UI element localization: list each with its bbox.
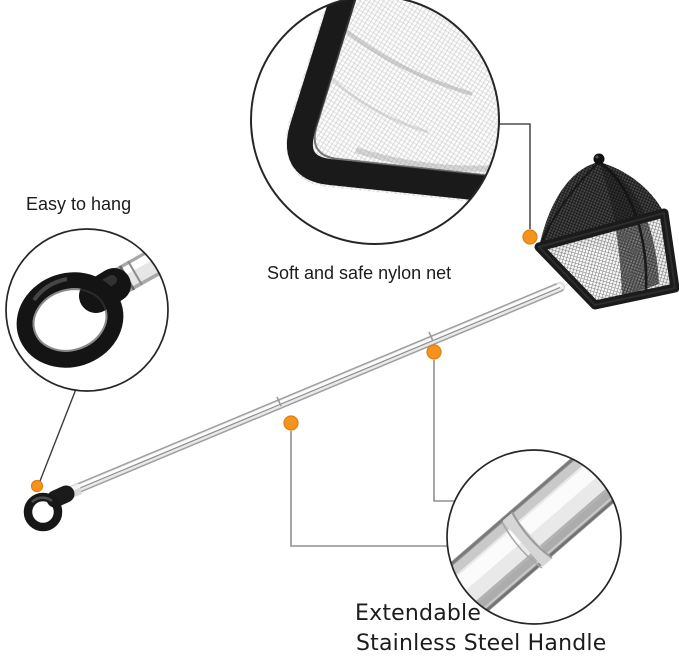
ring-collar bbox=[46, 485, 75, 508]
label-easy-to-hang: Easy to hang bbox=[26, 194, 132, 214]
label-stainless-steel-handle: Stainless Steel Handle bbox=[356, 631, 607, 656]
label-extendable: Extendable bbox=[355, 601, 482, 626]
marker-dots bbox=[30, 229, 538, 493]
zoom-circle-outline bbox=[250, 0, 500, 245]
handle-joint-mark bbox=[428, 331, 434, 342]
marker-dot-handle-lower bbox=[283, 415, 299, 431]
leader-line-ring bbox=[39, 388, 77, 482]
net-mesh-zoom-circle bbox=[250, 0, 500, 245]
leader-line-net bbox=[499, 123, 531, 229]
net-seam bbox=[598, 160, 648, 292]
leader-line-handle-right bbox=[433, 360, 454, 502]
leader-lines bbox=[39, 123, 531, 547]
net-seam bbox=[540, 161, 600, 246]
rod-groove bbox=[127, 260, 143, 286]
leader-line-handle-left bbox=[290, 431, 447, 547]
net-top-knob bbox=[593, 153, 605, 165]
tube-joint bbox=[502, 513, 552, 567]
marker-dot-ring bbox=[30, 479, 44, 493]
marker-dot-handle-upper bbox=[426, 344, 442, 360]
hanging-ring bbox=[23, 485, 75, 532]
zoom-frame-corner bbox=[286, 0, 499, 203]
handle-joint-zoom-circle bbox=[446, 449, 622, 625]
ring-zoom-circle bbox=[5, 228, 169, 392]
label-soft-nylon-net: Soft and safe nylon net bbox=[267, 263, 452, 283]
marker-dot-net bbox=[522, 229, 538, 245]
telescopic-handle bbox=[57, 282, 565, 501]
zoom-circle-outline bbox=[446, 449, 622, 625]
net-head bbox=[534, 153, 679, 310]
zoom-circle-outline bbox=[5, 228, 169, 392]
handle-joint-mark bbox=[276, 396, 282, 407]
